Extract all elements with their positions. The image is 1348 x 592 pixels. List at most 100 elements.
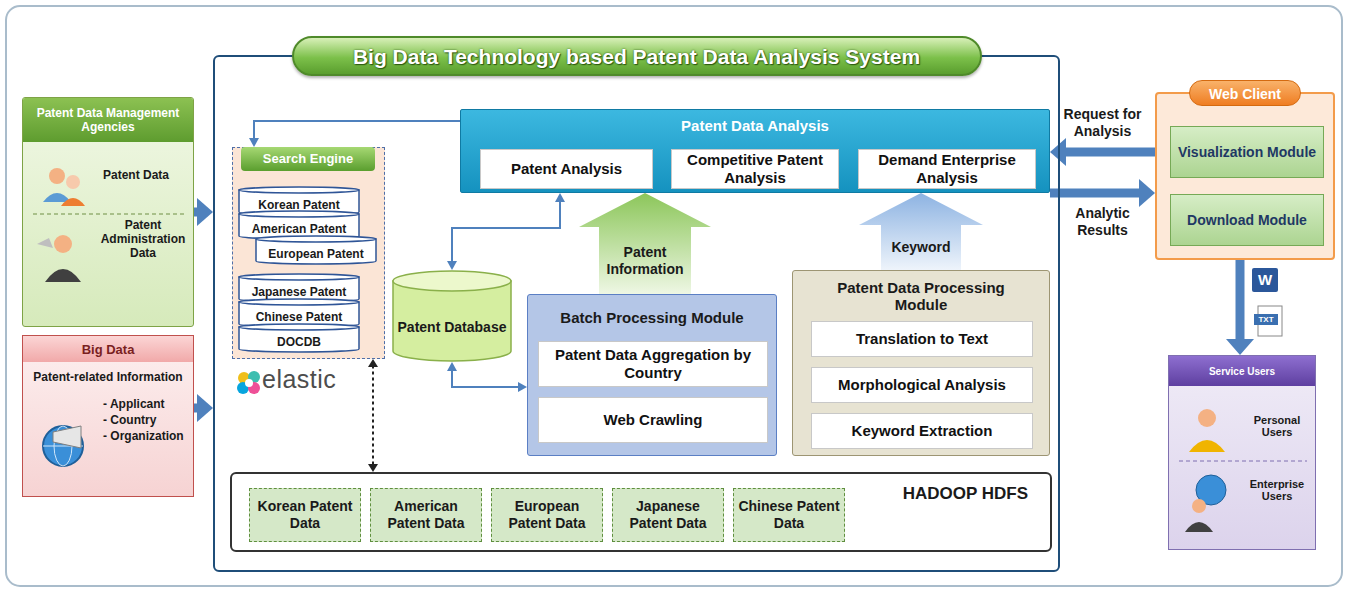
module-box: Visualization Module bbox=[1170, 126, 1324, 178]
process-box: Patent Analysis bbox=[480, 149, 653, 189]
node-heading: Japanese Patent bbox=[252, 285, 347, 299]
data-block: Korean Patent Data bbox=[249, 488, 361, 542]
client-group: Web ClientVisualization ModuleDownload M… bbox=[1155, 92, 1335, 260]
process-box: Morphological Analysis bbox=[811, 367, 1033, 403]
cylinder-outline bbox=[392, 270, 512, 362]
node-text: Patent Data bbox=[101, 168, 171, 182]
arrowhead bbox=[1050, 138, 1066, 166]
arrowhead bbox=[249, 138, 259, 147]
node-heading: American Patent bbox=[252, 222, 347, 236]
document-icons bbox=[1252, 268, 1282, 336]
elastic-logo bbox=[237, 371, 260, 394]
edge-label-holder: Patent Information bbox=[589, 244, 701, 278]
node-text: Personal Users bbox=[1245, 414, 1309, 438]
search-engine-group: Search EngineKorean PatentAmerican Paten… bbox=[232, 147, 385, 359]
process-box: Translation to Text bbox=[811, 321, 1033, 357]
connector-line bbox=[1236, 260, 1245, 342]
database-cylinder: Patent Database bbox=[392, 270, 512, 362]
node-text: Patent-related Information bbox=[29, 370, 187, 384]
edge-label: Analytic Results bbox=[1053, 205, 1153, 239]
process-box: Web Crawling bbox=[538, 397, 768, 443]
data-block: European Patent Data bbox=[491, 488, 603, 542]
node-text: Patent Administration Data bbox=[95, 218, 191, 260]
arrowhead bbox=[447, 261, 457, 270]
node-heading: Visualization Module bbox=[1178, 144, 1316, 161]
node-heading: Translation to Text bbox=[856, 330, 988, 348]
node-heading: Big Data Technology based Patent Data An… bbox=[292, 36, 982, 76]
node-heading: Web Client bbox=[1189, 80, 1301, 106]
label-holder: W bbox=[1252, 268, 1278, 292]
edge-label-holder: Keyword bbox=[865, 239, 977, 256]
data-store: European Patent bbox=[255, 235, 377, 265]
node-heading: Morphological Analysis bbox=[838, 376, 1006, 394]
connector-line bbox=[254, 121, 460, 140]
data-block: American Patent Data bbox=[370, 488, 482, 542]
node-heading: Patent Data Analysis bbox=[461, 117, 1049, 134]
node-heading: Japanese Patent Data bbox=[617, 498, 719, 532]
node-heading: European Patent Data bbox=[496, 498, 598, 532]
node-text: - Country bbox=[103, 412, 193, 428]
cylinder-top bbox=[239, 324, 359, 330]
node-heading: Demand Enterprise Analysis bbox=[863, 151, 1031, 187]
data-block: Chinese Patent Data bbox=[733, 488, 845, 542]
arrowhead bbox=[518, 382, 527, 392]
system-boundary: Big Data Technology based Patent Data An… bbox=[213, 55, 1060, 572]
node-text: Enterprise Users bbox=[1245, 478, 1309, 502]
connector-line bbox=[452, 200, 560, 263]
connector-line bbox=[452, 369, 520, 387]
node-heading: DOCDB bbox=[277, 335, 321, 349]
cylinder-top bbox=[239, 187, 359, 193]
label-holder: TXT bbox=[1254, 314, 1278, 325]
label-holder: elastic bbox=[262, 365, 336, 394]
cylinder-top bbox=[239, 299, 359, 305]
connector bbox=[447, 193, 565, 270]
connector bbox=[194, 198, 213, 226]
source-panel: Patent Data Management AgenciesPatent Da… bbox=[22, 97, 194, 327]
connector bbox=[447, 362, 527, 392]
connector bbox=[859, 193, 983, 270]
node-heading: Download Module bbox=[1187, 212, 1307, 229]
node-heading: Patent Data Management Agencies bbox=[23, 98, 193, 142]
cylinder-top bbox=[393, 271, 511, 291]
arrowhead bbox=[368, 464, 378, 472]
node-text: - Organization bbox=[103, 428, 193, 444]
connector bbox=[1050, 179, 1155, 207]
logo-word: elastic bbox=[262, 365, 336, 394]
module-group: Batch Processing ModulePatent Data Aggre… bbox=[527, 294, 777, 456]
node-heading: Korean Patent Data bbox=[254, 498, 356, 532]
connector-layer bbox=[194, 121, 1254, 472]
block-arrow bbox=[579, 193, 711, 294]
outer-frame bbox=[6, 6, 1342, 586]
user-panel: Service UsersPersonal UsersEnterprise Us… bbox=[1168, 355, 1316, 550]
node-heading: American Patent Data bbox=[375, 498, 477, 532]
file-icon-label: TXT bbox=[1254, 314, 1278, 325]
connector-line bbox=[1063, 148, 1155, 157]
connector bbox=[1226, 260, 1254, 355]
edge-label-holder: Request for Analysis bbox=[1053, 106, 1153, 140]
node-heading: Chinese Patent Data bbox=[738, 498, 840, 532]
node-heading: Patent Database bbox=[398, 319, 507, 336]
data-store: Japanese Patent bbox=[238, 273, 360, 303]
process-box: Demand Enterprise Analysis bbox=[858, 149, 1036, 189]
connector bbox=[249, 121, 460, 147]
connector bbox=[579, 193, 711, 294]
process-box: Competitive Patent Analysis bbox=[671, 149, 839, 189]
arrowhead bbox=[197, 394, 213, 422]
node-heading: European Patent bbox=[268, 247, 363, 261]
edge-label-holder: Analytic Results bbox=[1053, 205, 1153, 239]
arrowhead bbox=[197, 198, 213, 226]
connector bbox=[194, 394, 213, 422]
edge-label: Patent Information bbox=[589, 244, 701, 278]
process-box: Keyword Extraction bbox=[811, 413, 1033, 449]
node-heading: Keyword Extraction bbox=[852, 422, 993, 440]
module-group: Patent Data Processing ModuleTranslation… bbox=[792, 270, 1050, 456]
cylinder-top bbox=[256, 236, 376, 242]
cylinder-top bbox=[239, 211, 359, 217]
connector-line bbox=[372, 365, 374, 465]
node-text: - Applicant bbox=[103, 396, 193, 412]
node-heading: Search Engine bbox=[241, 147, 375, 171]
edge-label: Keyword bbox=[865, 239, 977, 256]
node-heading: Patent Data Aggregation by Country bbox=[543, 346, 763, 382]
process-box: Patent Data Aggregation by Country bbox=[538, 341, 768, 387]
